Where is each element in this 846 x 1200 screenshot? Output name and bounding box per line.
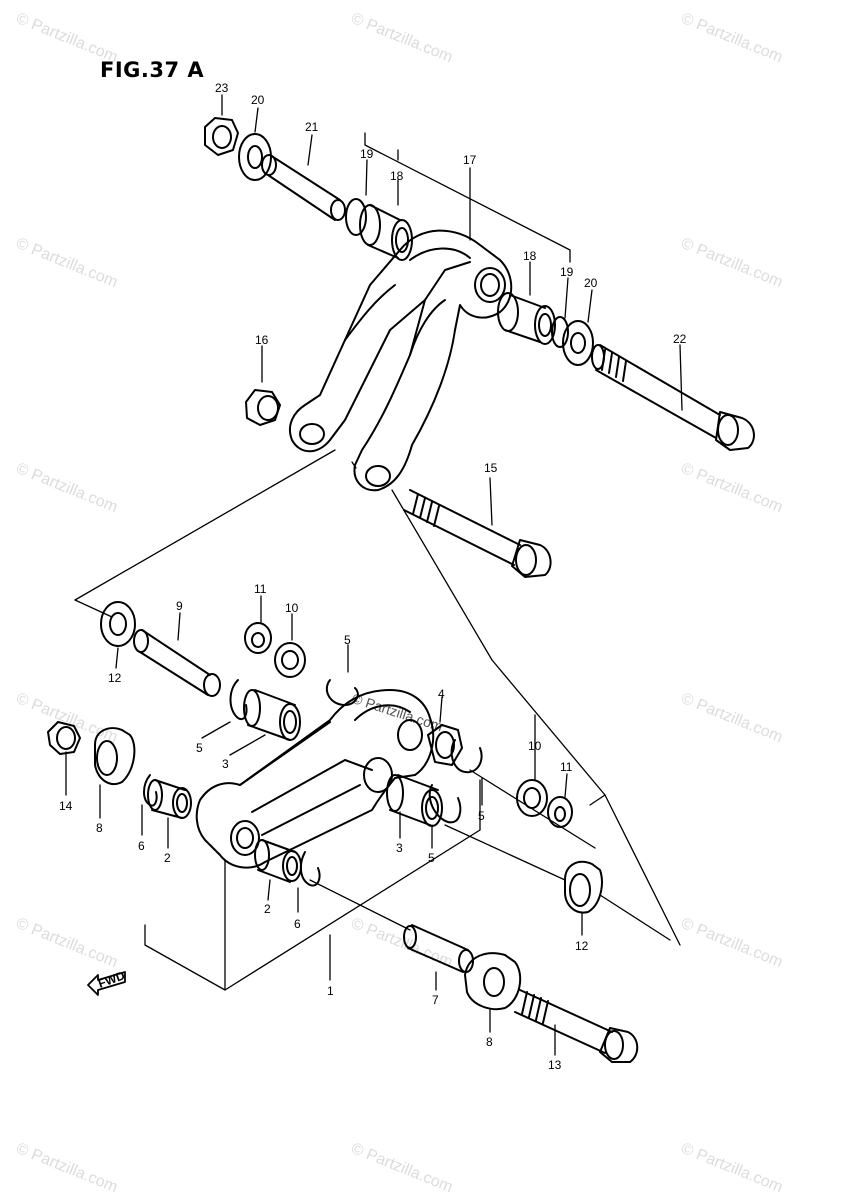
label-part-23: 23 bbox=[215, 81, 229, 95]
part-4-collar bbox=[427, 724, 463, 766]
label-part-17: 17 bbox=[463, 153, 477, 167]
label-part-20: 20 bbox=[251, 93, 265, 107]
label-part-14: 14 bbox=[59, 799, 73, 813]
label-part-12: 12 bbox=[108, 671, 122, 685]
label-part-20: 20 bbox=[584, 276, 598, 290]
part-10-bearing bbox=[274, 642, 306, 678]
part-20-washer bbox=[238, 133, 272, 181]
label-part-11: 11 bbox=[254, 582, 267, 596]
part-8-washer bbox=[464, 952, 522, 1011]
part-21-sleeve bbox=[261, 154, 346, 221]
part-15-bolt bbox=[403, 489, 552, 578]
label-part-12: 12 bbox=[575, 939, 589, 953]
part-3-bearing bbox=[386, 774, 443, 827]
label-part-8: 8 bbox=[486, 1035, 493, 1049]
label-part-5: 5 bbox=[478, 809, 485, 823]
part-12-washer bbox=[564, 860, 603, 914]
leader-lines-lower bbox=[65, 595, 671, 1056]
label-part-15: 15 bbox=[484, 461, 498, 475]
label-part-3: 3 bbox=[396, 841, 403, 855]
label-part-8: 8 bbox=[96, 821, 103, 835]
fwd-label: FWD bbox=[96, 968, 127, 991]
part-number-labels: 1 2 2 3 3 4 5 5 5 5 6 6 7 8 8 9 10 10 11… bbox=[59, 81, 687, 1072]
leader-lines-upper bbox=[221, 94, 683, 526]
label-part-11: 11 bbox=[560, 760, 573, 774]
label-part-10: 10 bbox=[285, 601, 299, 615]
label-part-19: 19 bbox=[560, 265, 574, 279]
part-23-nut bbox=[204, 117, 239, 156]
label-part-13: 13 bbox=[548, 1058, 562, 1072]
part-2-bearing bbox=[254, 839, 302, 883]
label-part-16: 16 bbox=[255, 333, 269, 347]
label-part-2: 2 bbox=[164, 851, 171, 865]
label-part-7: 7 bbox=[432, 993, 439, 1007]
part-13-bolt bbox=[514, 989, 639, 1063]
part-2-bearing bbox=[147, 779, 192, 819]
part-18-bearing bbox=[359, 204, 413, 261]
label-part-19: 19 bbox=[360, 147, 374, 161]
part-19-seal bbox=[551, 316, 569, 348]
part-8-washer bbox=[94, 727, 136, 785]
part-11-seal bbox=[547, 796, 573, 828]
label-part-6: 6 bbox=[138, 839, 145, 853]
label-part-3: 3 bbox=[222, 757, 229, 771]
label-part-21: 21 bbox=[305, 120, 319, 134]
phantom-lines bbox=[74, 449, 681, 946]
label-part-5: 5 bbox=[196, 741, 203, 755]
label-part-18: 18 bbox=[390, 169, 404, 183]
part-5-circlip bbox=[325, 679, 359, 706]
part-20-washer bbox=[562, 320, 594, 366]
part-12-washer bbox=[100, 601, 136, 647]
part-18-bearing bbox=[497, 292, 556, 345]
label-part-2: 2 bbox=[264, 902, 271, 916]
part-5-circlip bbox=[450, 739, 483, 774]
cushion-lever-upper bbox=[288, 229, 513, 492]
label-part-1: 1 bbox=[327, 984, 334, 998]
cushion-rod-lower bbox=[144, 689, 481, 991]
part-5-circlip bbox=[229, 679, 248, 721]
label-part-4: 4 bbox=[438, 687, 445, 701]
label-part-18: 18 bbox=[523, 249, 537, 263]
label-part-5: 5 bbox=[344, 633, 351, 647]
part-14-nut bbox=[47, 721, 81, 755]
part-16-nut bbox=[245, 389, 281, 426]
label-part-5: 5 bbox=[428, 851, 435, 865]
figure-title: FIG.37 A bbox=[100, 58, 205, 82]
part-6-circlip bbox=[299, 851, 321, 887]
label-part-9: 9 bbox=[176, 599, 183, 613]
part-3-bearing bbox=[243, 689, 301, 741]
part-9-sleeve bbox=[133, 629, 221, 697]
part-7-sleeve bbox=[403, 924, 474, 973]
label-part-6: 6 bbox=[294, 917, 301, 931]
label-part-10: 10 bbox=[528, 739, 542, 753]
label-part-22: 22 bbox=[673, 332, 687, 346]
part-19-seal bbox=[345, 198, 367, 236]
part-22-bolt bbox=[591, 344, 755, 451]
part-10-bearing bbox=[516, 779, 548, 817]
part-11-seal bbox=[244, 622, 272, 654]
fwd-arrow-icon bbox=[87, 971, 126, 996]
